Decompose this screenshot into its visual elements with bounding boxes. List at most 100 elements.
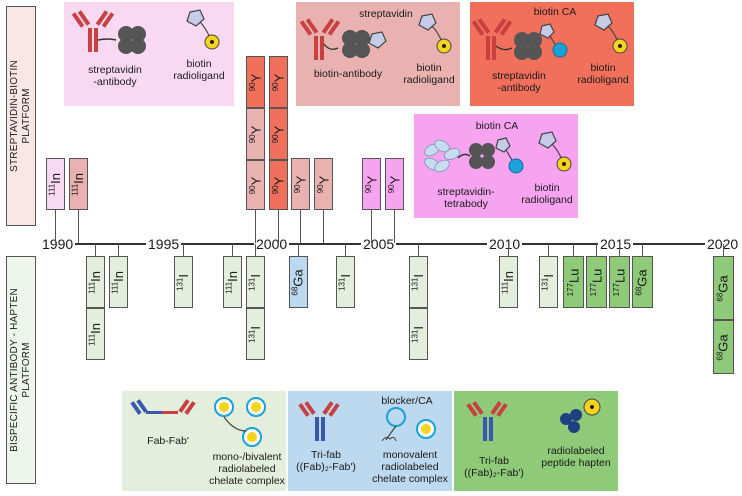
platform-label-line: STREPTAVIDIN-BIOTIN xyxy=(9,60,20,172)
element-symbol: Lu xyxy=(566,268,582,283)
isotope-box-i131: 131I xyxy=(409,308,428,360)
stem xyxy=(255,244,257,256)
stem xyxy=(573,244,575,256)
isotope-box-ga68: 68Ga xyxy=(289,256,308,308)
stem xyxy=(619,244,621,256)
panel-header: blocker/CA xyxy=(381,395,433,407)
panel-header: streptavidin xyxy=(359,8,413,20)
panel-tri-fab-blocker: blocker/CA Tri-fab((Fab)₂-Fab') monovale… xyxy=(288,391,452,491)
isotope-box-y90: 90Y xyxy=(291,158,310,210)
mass-number: 90 xyxy=(247,133,257,143)
year-label: 2000 xyxy=(254,236,290,252)
stem xyxy=(118,244,120,256)
mass-number: 131 xyxy=(410,329,420,343)
bivalent-chelate-complex-illustration xyxy=(214,397,266,447)
mass-number: 90 xyxy=(292,183,302,193)
element-symbol: I xyxy=(410,273,426,278)
label-line: chelate complex xyxy=(209,475,285,487)
mass-number: 68 xyxy=(715,351,725,361)
mass-number: 68 xyxy=(715,292,725,302)
label-line: radioligand xyxy=(403,74,455,86)
element-symbol: I xyxy=(247,325,263,330)
label-line: ((Fab)₂-Fab') xyxy=(464,467,524,479)
label-line: streptavidin- xyxy=(437,186,495,198)
label-line: radioligand xyxy=(173,70,225,82)
panel-label: biotin-antibody xyxy=(313,68,383,80)
fab-fab-antibody-illustration xyxy=(130,399,196,415)
element-symbol: In xyxy=(71,172,87,184)
element-symbol: I xyxy=(337,273,353,278)
mass-number: 111 xyxy=(70,183,80,196)
stem xyxy=(183,244,185,256)
mass-number: 68 xyxy=(634,286,644,296)
isotope-box-y90: 90Y xyxy=(269,160,288,210)
element-symbol: In xyxy=(111,270,127,282)
label-line: Tri-fab xyxy=(479,455,509,467)
mass-number: 131 xyxy=(337,277,347,291)
mass-number: 131 xyxy=(410,277,420,291)
element-symbol: Y xyxy=(248,125,264,134)
element-symbol: Y xyxy=(387,175,403,184)
mass-number: 177 xyxy=(565,282,575,296)
stem xyxy=(255,210,257,243)
stem xyxy=(345,244,347,256)
element-symbol: Y xyxy=(316,175,332,184)
isotope-box-in111: 111In xyxy=(223,256,242,308)
stem xyxy=(723,244,725,256)
label-line: biotin xyxy=(416,62,442,74)
isotope-box-in111: 111In xyxy=(499,256,518,308)
isotope-box-in111: 111In xyxy=(109,256,128,308)
biotin-radioligand-illustration xyxy=(594,13,628,54)
element-symbol: Y xyxy=(271,176,287,185)
element-symbol: In xyxy=(88,270,104,282)
tri-fab-antibody-illustration xyxy=(466,401,508,441)
element-symbol: Ga xyxy=(716,274,731,293)
isotope-box-i131: 131I xyxy=(246,256,265,308)
label-line: radiolabeled xyxy=(547,445,605,457)
mass-number: 90 xyxy=(270,184,280,194)
element-symbol: In xyxy=(48,172,64,184)
platform-label-line: BISPECIFIC ANTIBODY - HAPTEN xyxy=(9,288,20,452)
label-line: Tri-fab xyxy=(311,449,341,461)
stem xyxy=(642,244,644,256)
mass-number: 90 xyxy=(315,183,325,193)
mass-number: 68 xyxy=(290,286,300,296)
panel-label: streptavidin-antibody xyxy=(70,64,160,88)
panel-label: Tri-fab((Fab)₂-Fab') xyxy=(290,449,362,473)
label-line: radiolabeled xyxy=(381,461,439,473)
element-symbol: Y xyxy=(248,176,264,185)
isotope-box-y90: 90Y xyxy=(246,160,265,210)
isotope-box-y90: 90Y xyxy=(314,158,333,210)
element-symbol: I xyxy=(175,273,191,278)
stem xyxy=(371,210,373,243)
isotope-box-i131: 131I xyxy=(409,256,428,308)
element-symbol: In xyxy=(501,270,517,282)
mass-number: 111 xyxy=(87,333,97,346)
radiolabeled-peptide-hapten-illustration xyxy=(560,398,601,433)
stem xyxy=(78,210,80,243)
biotin-radioligand-illustration xyxy=(186,9,220,50)
stem xyxy=(95,244,97,256)
panel-header: biotin CA xyxy=(533,6,577,18)
stem xyxy=(418,244,420,256)
label-line: chelate complex xyxy=(372,473,448,485)
label-line: -antibody xyxy=(93,76,137,88)
stem xyxy=(394,210,396,243)
stem xyxy=(232,244,234,256)
mass-number: 111 xyxy=(87,281,97,294)
biotin-radioligand-illustration xyxy=(418,13,452,54)
panel-label: streptavidin-tetrabody xyxy=(418,186,514,210)
year-label: 2005 xyxy=(361,236,397,252)
mass-number: 131 xyxy=(175,277,185,291)
mass-number: 131 xyxy=(540,277,550,291)
mass-number: 90 xyxy=(270,81,280,91)
